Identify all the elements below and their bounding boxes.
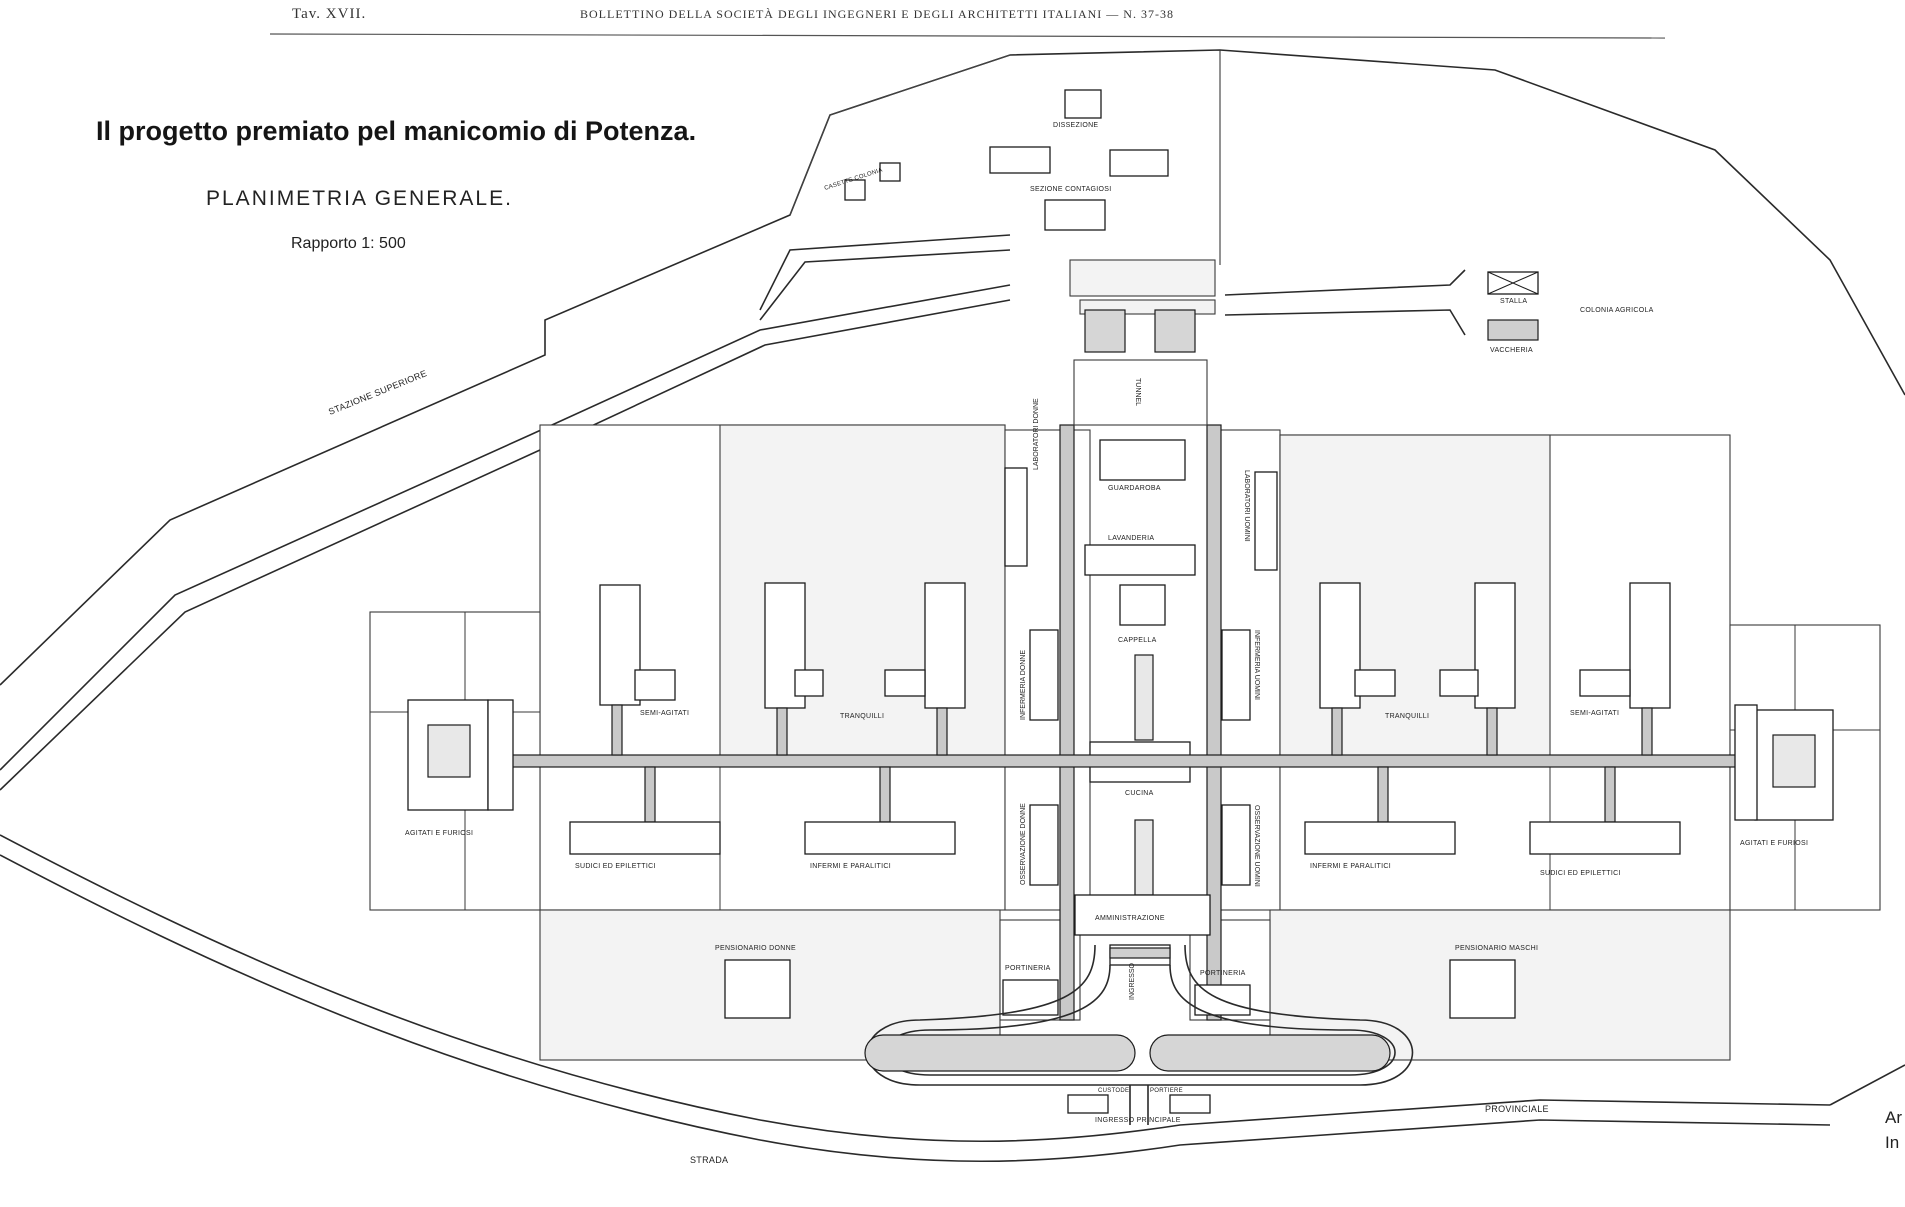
label-tranquilli-left: TRANQUILLI [840,713,884,720]
label-pensionario-right: PENSIONARIO MASCHI [1455,945,1538,952]
journal-header: BOLLETTINO DELLA SOCIETÀ DEGLI INGEGNERI… [580,7,1174,21]
plan-scale: Rapporto 1: 500 [291,235,406,252]
sezione-contagiosi [844,89,1169,231]
label-portineria-right: PORTINERIA [1200,970,1246,977]
label-sudici-right: SUDICI ED EPILETTICI [1540,870,1621,877]
agitati-pavilions [407,699,1834,821]
label-custode: CUSTODE [1098,1088,1129,1094]
label-infermeria-uomini: INFERMERIA UOMINI [1253,630,1260,700]
plan-title: Il progetto premiato pel manicomio di Po… [96,116,696,146]
road-label-provinciale: PROVINCIALE [1485,1104,1549,1114]
label-pensionario-left: PENSIONARIO DONNE [715,945,796,952]
header-rule [269,33,1666,39]
label-portineria-left: PORTINERIA [1005,965,1051,972]
label-dissezione: DISSEZIONE [1053,122,1098,129]
label-colonia-agricola: COLONIA AGRICOLA [1580,307,1654,314]
side-blocks [1004,467,1278,886]
entrance [864,944,1414,1125]
label-semi-agitati-right: SEMI-AGITATI [1570,710,1619,717]
lower-road [0,834,1831,1163]
label-laboratori-donne: LABORATORI DONNE [1033,398,1040,470]
label-osservazione-uomini: OSSERVAZIONE UOMINI [1253,805,1260,887]
label-sezione-contagiosi: SEZIONE CONTAGIOSI [1030,186,1112,193]
label-ingresso: INGRESSO [1129,962,1136,1000]
edge-text-1: Ar [1885,1108,1902,1127]
plan-subtitle: PLANIMETRIA GENERALE. [206,187,513,210]
label-laboratori-uomini: LABORATORI UOMINI [1243,470,1250,542]
main-corridor [504,754,1771,768]
pensionari [724,959,1516,1019]
edge-text-2: In [1885,1133,1899,1152]
label-tunnel: TUNNEL [1134,378,1141,406]
label-portiere: PORTIERE [1150,1088,1183,1094]
label-infermi-right: INFERMI E PARALITICI [1310,863,1391,870]
label-semi-agitati-left: SEMI-AGITATI [640,710,689,717]
upper-zone [1069,50,1466,336]
label-agitati-left: AGITATI E FURIOSI [405,830,473,837]
label-vaccheria: VACCHERIA [1490,347,1533,354]
label-ingresso-principale: INGRESSO PRINCIPALE [1095,1117,1181,1124]
plate-number: Tav. XVII. [292,6,366,22]
label-infermi-left: INFERMI E PARALITICI [810,863,891,870]
label-infermeria-donne: INFERMERIA DONNE [1020,650,1027,720]
lower-pavilions [569,766,1681,855]
label-agitati-right: AGITATI E FURIOSI [1740,840,1808,847]
label-osservazione-donne: OSSERVAZIONE DONNE [1020,803,1027,885]
label-amministrazione: AMMINISTRAZIONE [1095,915,1165,922]
colonia-agricola [1487,271,1539,341]
label-guardaroba: GUARDAROBA [1108,485,1161,492]
label-lavanderia: LAVANDERIA [1108,535,1154,542]
upper-pavilions [599,582,1671,756]
road-label-strada: STRADA [690,1155,728,1165]
label-cucina: CUCINA [1125,790,1154,797]
road-label-upper: STAZIONE SUPERIORE [327,368,428,417]
label-cappella: CAPPELLA [1118,637,1157,644]
label-stalla: STALLA [1500,298,1527,305]
label-tranquilli-right: TRANQUILLI [1385,713,1429,720]
label-sudici-left: SUDICI ED EPILETTICI [575,863,656,870]
